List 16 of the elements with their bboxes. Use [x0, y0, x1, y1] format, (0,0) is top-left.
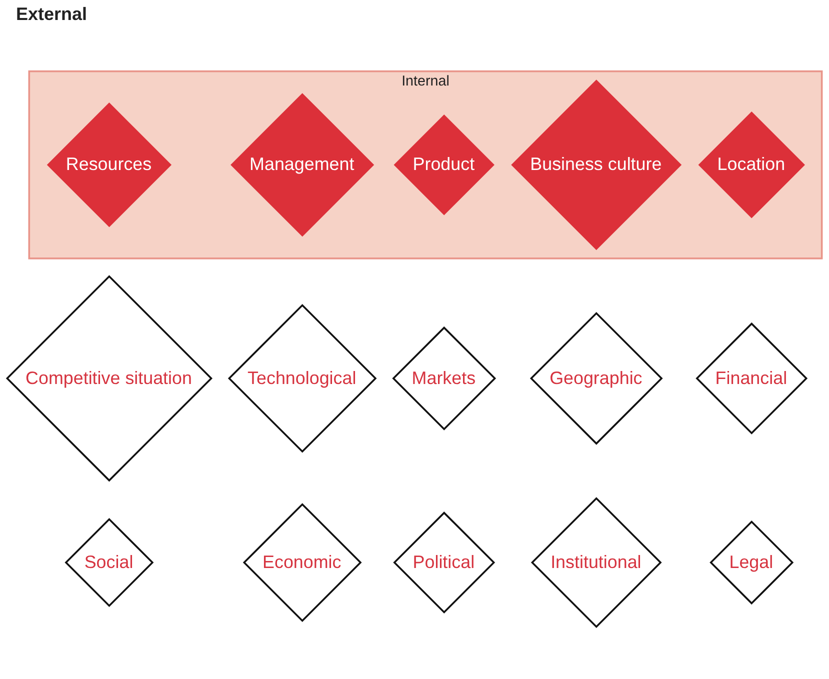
node-diamond: Management [230, 93, 374, 237]
node-diamond: Technological [228, 304, 377, 453]
node-diamond: Institutional [530, 497, 662, 628]
node-diamond: Business culture [511, 80, 682, 250]
area-label: External [16, 4, 88, 25]
node-diamond: Location [698, 112, 805, 218]
node-diamond: Political [393, 512, 496, 614]
node-diamond: Legal [710, 520, 794, 605]
node-diamond: Markets [392, 326, 496, 430]
node-diamond: Product [394, 114, 494, 216]
node-diamond: Economic [242, 503, 362, 622]
node-diamond: Financial [696, 322, 808, 434]
node-diamond: Geographic [530, 312, 663, 445]
node-diamond: Resources [46, 102, 172, 228]
node-diamond: Competitive situation [6, 275, 213, 482]
node-diamond: Social [64, 518, 154, 608]
